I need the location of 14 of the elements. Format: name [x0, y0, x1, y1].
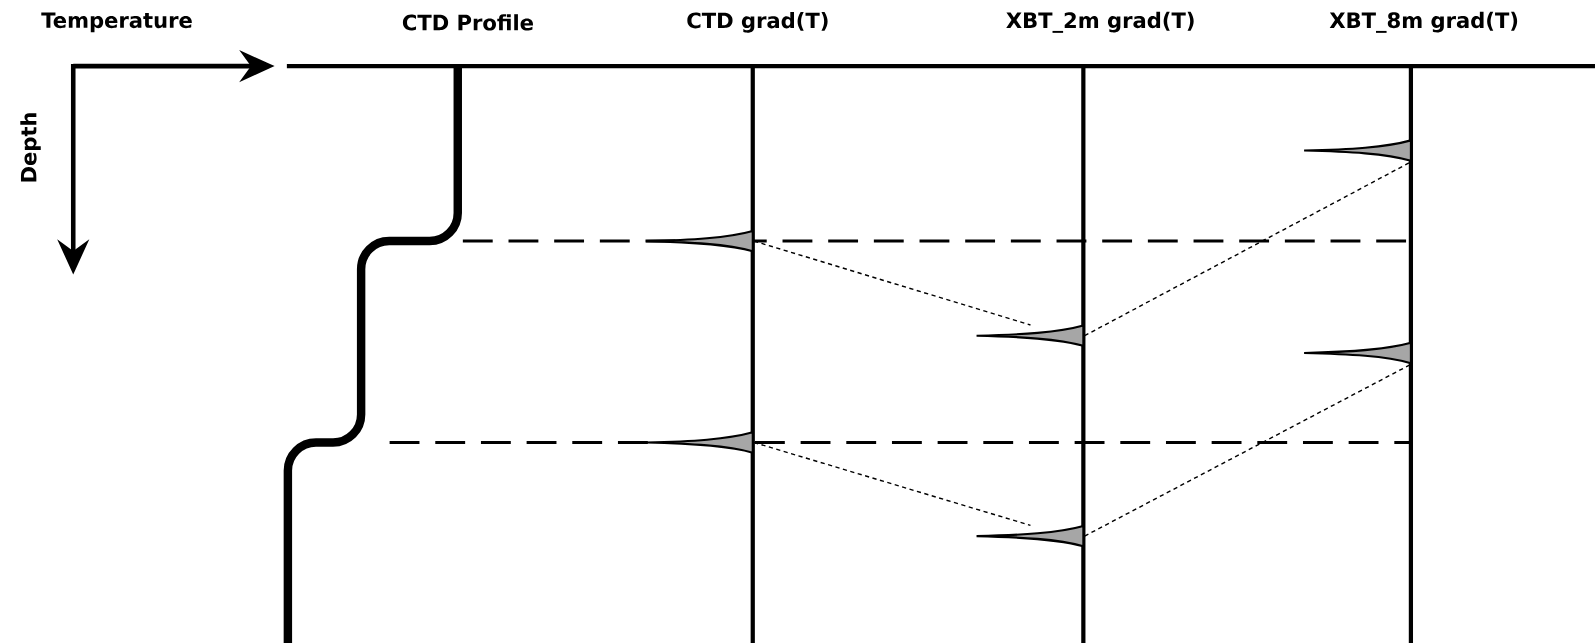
spike [1303, 139, 1412, 162]
spike [644, 431, 754, 454]
axis-label: XBT_2m grad(T) [1006, 11, 1194, 33]
axis-label: CTD Profile [402, 14, 533, 31]
spike [1303, 341, 1412, 365]
axis-label: XBT_8m grad(T) [1329, 11, 1518, 33]
axis-label: Depth [20, 113, 41, 182]
axis-label: CTD grad(T) [687, 12, 828, 33]
axis-label: Temperature [41, 12, 192, 33]
spike [975, 324, 1085, 347]
connector-line [753, 240, 1032, 326]
spike [975, 524, 1085, 548]
spike [644, 229, 754, 253]
connector-line [753, 441, 1032, 527]
